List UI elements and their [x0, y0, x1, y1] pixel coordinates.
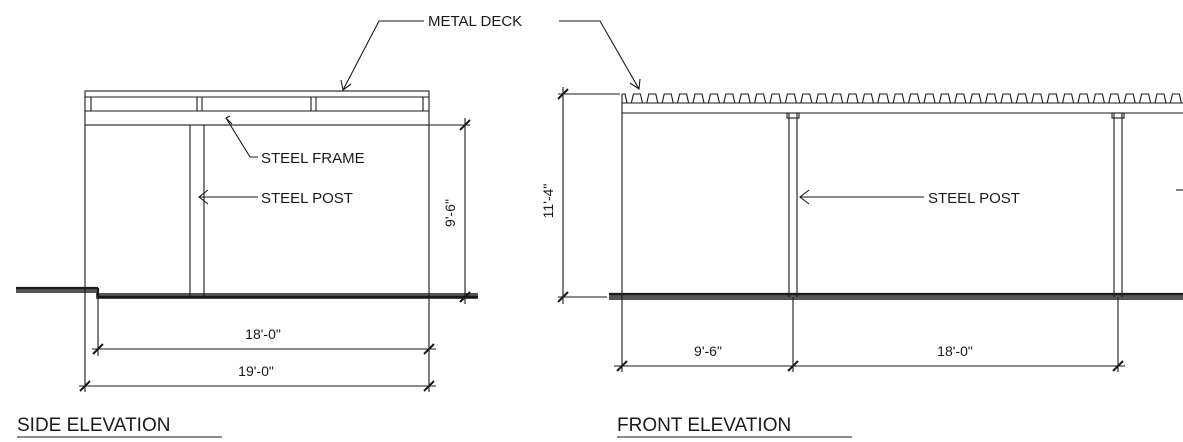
steel-frame-leader	[225, 117, 258, 158]
front-span-left-text: 9'-6"	[694, 343, 722, 359]
side-elevation: STEEL FRAME STEEL POST 9'-6" 18'-0" 19'-…	[16, 90, 478, 438]
side-ground-slab	[16, 286, 478, 299]
side-span-inner-dimension: 18'-0"	[92, 326, 436, 355]
side-steel-post	[189, 125, 205, 297]
metal-deck-label: METAL DECK	[428, 13, 522, 30]
side-span-outer-dimension: 19'-0"	[79, 363, 436, 392]
steel-post-label-side: STEEL POST	[261, 190, 353, 207]
front-steel-post-2	[1111, 112, 1125, 297]
front-span-right-text: 18'-0"	[937, 343, 973, 359]
front-steel-post-1	[786, 112, 800, 297]
steel-post-label-front: STEEL POST	[928, 190, 1020, 207]
front-height-dimension: 11'-4"	[540, 87, 569, 304]
metal-deck-callout: METAL DECK	[340, 13, 641, 91]
side-span-inner-text: 18'-0"	[245, 326, 281, 342]
front-elevation-title: FRONT ELEVATION	[617, 415, 791, 436]
front-elevation: STEEL POST 11'-4" 9'-6" 18'-0" FRONT ELE…	[540, 87, 1183, 438]
front-ground-slab	[609, 292, 1183, 300]
side-roof-frame	[84, 90, 430, 126]
front-span-dimension: 9'-6" 18'-0"	[614, 343, 1125, 372]
side-height-dimension: 9'-6"	[442, 118, 471, 304]
side-elevation-title: SIDE ELEVATION	[17, 415, 170, 436]
side-span-outer-text: 19'-0"	[238, 363, 274, 379]
front-height-text: 11'-4"	[540, 184, 556, 219]
steel-frame-label: STEEL FRAME	[261, 150, 365, 167]
front-metal-deck	[622, 93, 1183, 104]
side-height-text: 9'-6"	[442, 199, 458, 227]
deck-corrugation	[622, 93, 1183, 104]
